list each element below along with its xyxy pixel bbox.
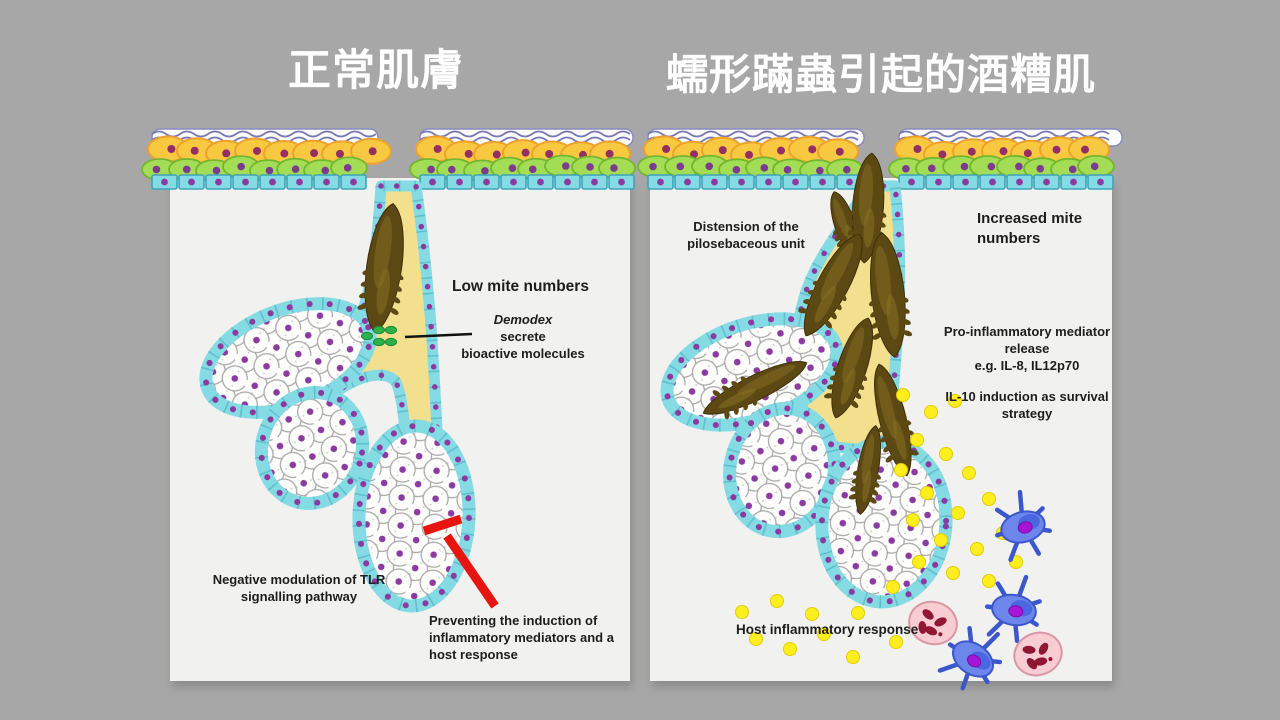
- mediator-dot: [770, 594, 784, 608]
- mediator-dot: [948, 394, 962, 408]
- demodex-mite: [846, 152, 887, 264]
- mediator-dot: [896, 388, 910, 402]
- bioactive-molecule-dot: [385, 337, 397, 347]
- immune-cell: [994, 489, 1052, 562]
- label-host-inflammatory-response: Host inflammatory response: [736, 622, 919, 637]
- demodex-mite: [702, 361, 808, 420]
- mediator-dot: [962, 466, 976, 480]
- label-preventing-induction: Preventing the induction of inflammatory…: [429, 613, 614, 662]
- mediator-dot: [851, 606, 865, 620]
- label-tlr-modulation: Negative modulation of TLR signalling pa…: [212, 572, 386, 604]
- demodex-mite: [874, 363, 919, 477]
- mediator-dot: [889, 635, 903, 649]
- inhibition-arrow: [422, 514, 499, 609]
- mediator-dot: [924, 405, 938, 419]
- mediator-dot: [910, 433, 924, 447]
- mediator-dot: [920, 486, 934, 500]
- label-il10-induction: IL-10 induction as survival strategy: [945, 389, 1109, 421]
- mediator-dot: [912, 555, 926, 569]
- label-low-mite-numbers: Low mite numbers: [452, 278, 589, 295]
- mediator-dot: [982, 574, 996, 588]
- label-proinflammatory-examples: e.g. IL-8, IL12p70: [974, 357, 1080, 373]
- label-proinflammatory: Pro-inflammatory mediator release e.g. I…: [933, 324, 1121, 375]
- mediator-dot: [846, 650, 860, 664]
- mediator-dot: [939, 447, 953, 461]
- demodex-mite: [823, 317, 874, 419]
- right-panel-title: 蠕形蹣蟲引起的酒糟肌: [665, 51, 1096, 98]
- label-secrete-word: secrete: [500, 328, 546, 344]
- mediator-dot: [749, 632, 763, 646]
- mediator-dot: [817, 627, 831, 641]
- mediator-dot: [783, 642, 797, 656]
- mediator-dot: [970, 542, 984, 556]
- mediator-dot: [894, 463, 908, 477]
- demodex-mite: [869, 232, 913, 358]
- label-demodex-word: Demodex: [493, 312, 553, 327]
- label-demodex-secrete: Demodex secrete bioactive molecules: [448, 312, 598, 363]
- mediator-dot: [735, 605, 749, 619]
- normal-skin-illustration: [141, 128, 636, 613]
- label-distension: Distension of the pilosebaceous unit: [687, 219, 805, 251]
- immune-cell: [937, 625, 1003, 691]
- mediator-dot: [934, 533, 948, 547]
- demodex-mite: [848, 425, 881, 515]
- bioactive-molecule-dot: [373, 325, 385, 335]
- left-panel-title: 正常肌膚: [288, 47, 464, 95]
- immune-cell: [984, 574, 1042, 644]
- bioactive-molecule-dot: [373, 337, 385, 347]
- neutrophil-cell: [1013, 631, 1063, 677]
- mediator-dot: [951, 506, 965, 520]
- demodex-mite: [798, 233, 863, 337]
- rosacea-skin-illustration: [637, 128, 1123, 691]
- bioactive-molecule-dot: [361, 331, 373, 341]
- demodex-mite: [357, 203, 404, 333]
- mediator-dot: [886, 580, 900, 594]
- mediator-dot: [906, 513, 920, 527]
- label-increased-mite-numbers: Increased mite numbers: [977, 210, 1083, 247]
- mediator-dot: [946, 566, 960, 580]
- mediator-dot: [982, 492, 996, 506]
- label-proinflammatory-release: Pro-inflammatory mediator release: [943, 324, 1111, 356]
- mediator-dot: [805, 607, 819, 621]
- demodex-pointer-line: [404, 332, 473, 339]
- bioactive-molecule-dot: [385, 325, 397, 335]
- label-bioactive-molecules: bioactive molecules: [461, 345, 585, 361]
- neutrophil-cell: [908, 600, 958, 646]
